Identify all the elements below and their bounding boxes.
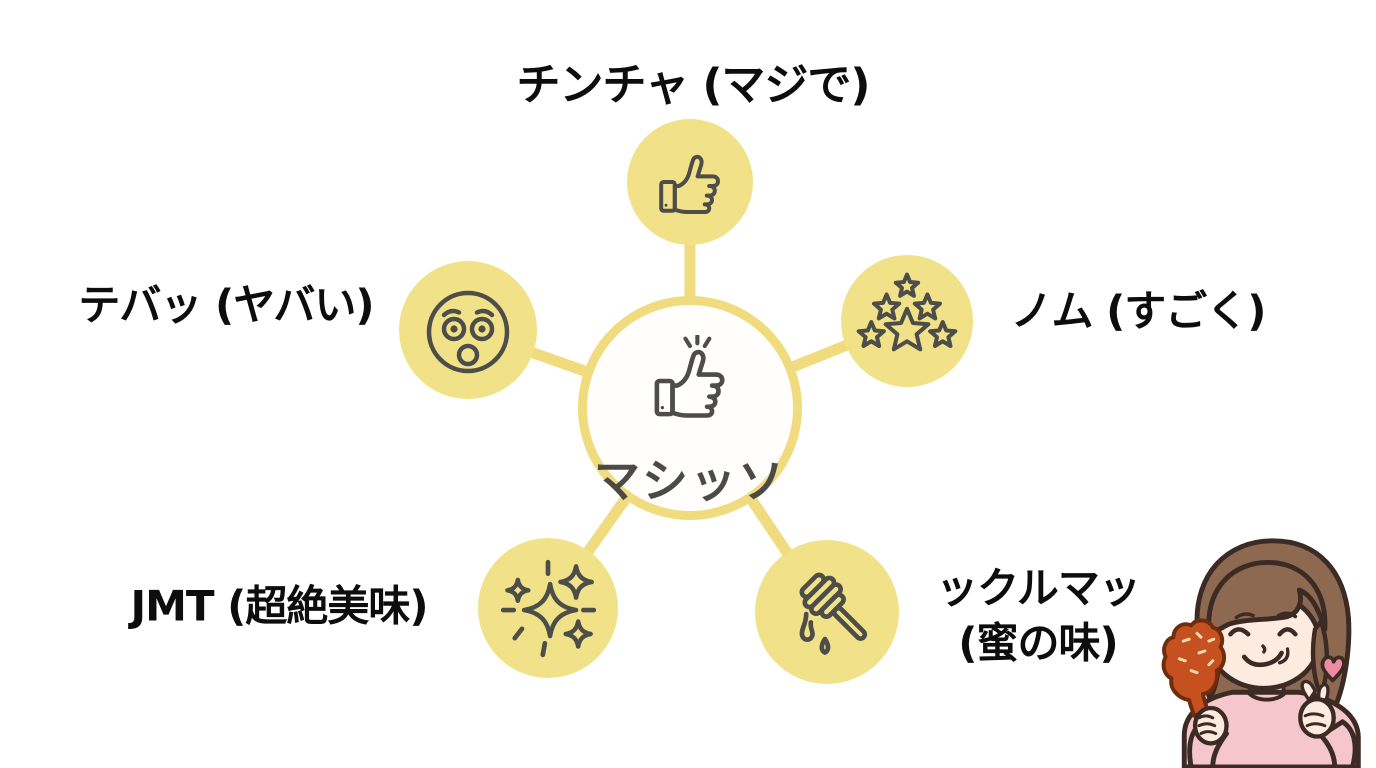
star-cluster-icon	[856, 270, 958, 372]
node-jmt-circle	[478, 538, 618, 678]
bangs	[1206, 560, 1328, 633]
node-chincha-circle	[627, 119, 753, 245]
center-node: マシッソ	[578, 296, 802, 520]
woman-eating-chicken-illustration	[1161, 538, 1361, 768]
thumbs-up-click-icon	[644, 335, 736, 427]
finger-heart-hand	[1298, 696, 1336, 739]
node-kkulmat-circle	[755, 540, 899, 684]
fried-chicken	[1161, 618, 1227, 718]
heart-icon	[1320, 655, 1346, 683]
label-kkulmat-line2: (蜜の味)	[958, 618, 1118, 667]
node-tebat-circle	[399, 261, 537, 399]
thumbs-up-icon	[659, 154, 720, 214]
label-kkulmat-line1: ックルマッ	[936, 563, 1141, 613]
node-nomu-circle	[841, 255, 973, 387]
honey-dipper-icon	[799, 572, 868, 655]
sparkles-icon	[500, 559, 597, 658]
label-jmt: JMT (超絶美味)	[130, 581, 428, 631]
surprised-face-icon	[426, 290, 510, 374]
label-kkulmat: ックルマッ (蜜の味)	[936, 561, 1141, 670]
center-label: マシッソ	[594, 454, 786, 508]
label-tebat: テバッ (ヤバい)	[78, 280, 374, 330]
label-chincha: チンチャ (マジで)	[516, 59, 870, 111]
label-nomu: ノム (すごく)	[1010, 286, 1266, 336]
